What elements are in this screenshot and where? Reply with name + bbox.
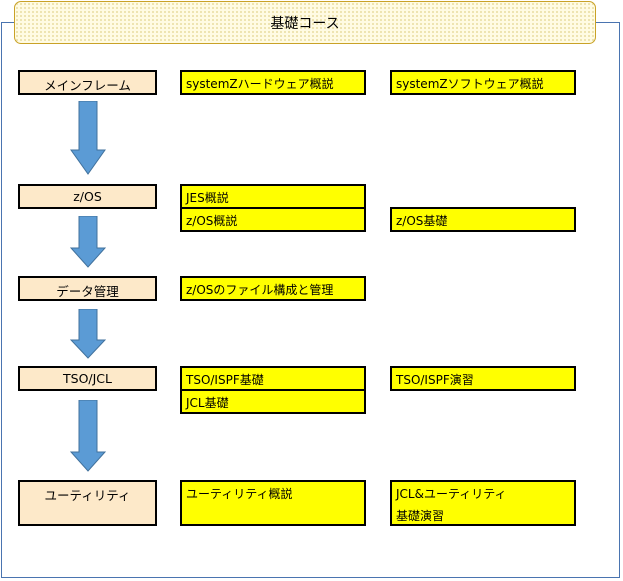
- stage-mainframe: メインフレーム: [18, 70, 157, 95]
- down-arrow-icon: [70, 309, 106, 359]
- course-tso-ispf-exercise: TSO/ISPF演習: [390, 366, 576, 391]
- down-arrow-icon: [70, 400, 106, 472]
- stage-tso-jcl: TSO/JCL: [18, 366, 157, 391]
- course-label: ユーティリティ概説: [186, 487, 293, 501]
- stage-label: TSO/JCL: [63, 371, 112, 386]
- stage-label: z/OS: [73, 189, 102, 204]
- stage-label: ユーティリティ: [44, 488, 131, 503]
- course-jcl-basic: JCL基礎: [180, 389, 366, 414]
- course-systemz-software: systemZソフトウェア概説: [390, 70, 576, 95]
- course-jes: JES概説: [180, 184, 366, 209]
- course-label: z/OS基礎: [396, 214, 448, 228]
- stage-zos: z/OS: [18, 184, 157, 209]
- course-label: z/OS概説: [186, 214, 238, 228]
- course-tso-ispf-basic: TSO/ISPF基礎: [180, 366, 366, 391]
- course-label: systemZハードウェア概説: [186, 77, 334, 91]
- stage-label: データ管理: [56, 284, 119, 299]
- course-label: JES概説: [186, 191, 229, 205]
- course-label: TSO/ISPF演習: [396, 373, 474, 387]
- down-arrow-icon: [70, 101, 106, 175]
- course-label: JCL&ユーティリティ: [396, 487, 507, 501]
- course-title-text: 基礎コース: [270, 15, 340, 32]
- stage-data-management: データ管理: [18, 276, 157, 301]
- course-label: 基礎演習: [396, 509, 445, 523]
- course-jcl-utility-exercise: JCL&ユーティリティ 基礎演習: [390, 480, 576, 526]
- stage-label: メインフレーム: [44, 78, 131, 93]
- course-label: TSO/ISPF基礎: [186, 373, 264, 387]
- course-label: systemZソフトウェア概説: [396, 77, 544, 91]
- course-label: JCL基礎: [186, 396, 229, 410]
- course-systemz-hardware: systemZハードウェア概説: [180, 70, 366, 95]
- course-title: 基礎コース: [14, 1, 596, 44]
- course-zos-file: z/OSのファイル構成と管理: [180, 276, 366, 301]
- course-label: z/OSのファイル構成と管理: [186, 283, 334, 297]
- down-arrow-icon: [70, 216, 106, 268]
- stage-utility: ユーティリティ: [18, 480, 157, 526]
- course-zos-overview: z/OS概説: [180, 207, 366, 232]
- course-utility-overview: ユーティリティ概説: [180, 480, 366, 526]
- course-zos-basic: z/OS基礎: [390, 207, 576, 232]
